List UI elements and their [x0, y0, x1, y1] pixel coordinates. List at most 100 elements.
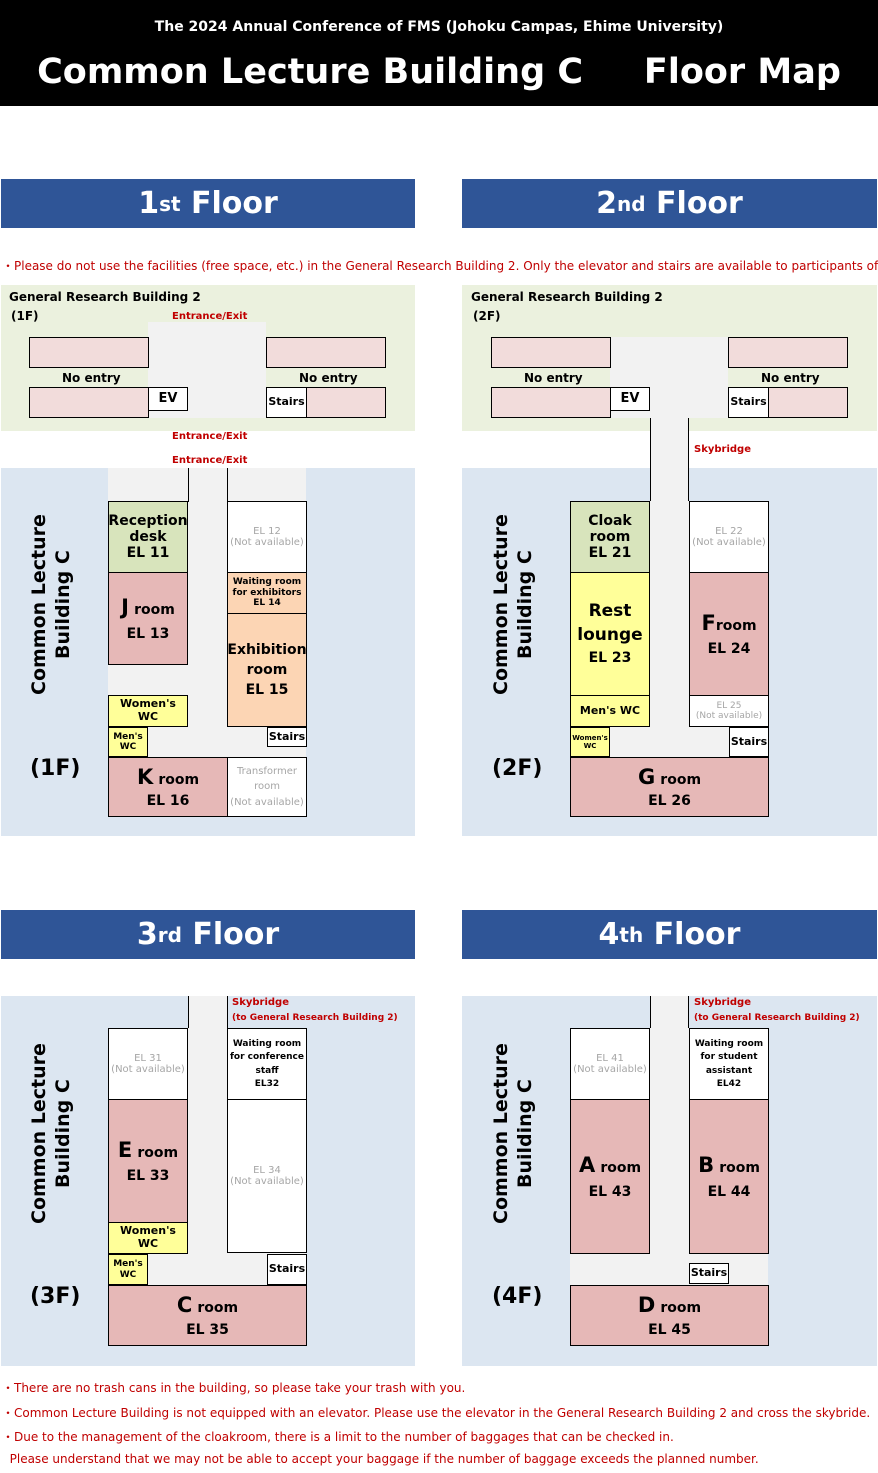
floor-word: Floor	[180, 186, 278, 221]
room-code: EL 23	[588, 649, 632, 666]
stairs[interactable]: Stairs	[266, 387, 307, 418]
room-letter: D	[637, 1293, 656, 1318]
room-el22: EL 22(Not available)	[689, 501, 769, 573]
room-word: room	[158, 771, 200, 788]
womens-wc[interactable]: Women's WC	[108, 695, 188, 727]
room-word: room	[197, 1300, 239, 1317]
skybridge[interactable]	[188, 996, 228, 1029]
room-letter: G	[637, 764, 656, 789]
no-entry-label: No entry	[62, 371, 121, 385]
skybridge-label: Skybridge	[694, 444, 751, 455]
stairs[interactable]: Stairs	[267, 1254, 307, 1285]
room-code: EL 24	[707, 641, 751, 658]
room-el41: EL 41(Not available)	[570, 1028, 650, 1100]
stairs-label: Stairs	[268, 1262, 306, 1276]
room-el31: EL 31(Not available)	[108, 1028, 188, 1100]
elevator[interactable]: EV	[148, 387, 188, 411]
room-line: for student	[700, 1052, 758, 1063]
room-line: EL 14	[253, 598, 281, 609]
room-code: EL 31	[134, 1052, 162, 1064]
room-word: room	[137, 1144, 179, 1161]
footer-note: ・Common Lecture Building is not equipped…	[2, 1406, 871, 1420]
wc-label: WC	[119, 1269, 137, 1280]
room-letter: F	[701, 610, 716, 635]
wc-label: Women's WC	[120, 697, 176, 723]
room-line: room	[246, 661, 288, 678]
room-word: room	[600, 1160, 642, 1177]
wc-label: WC	[583, 742, 597, 750]
room-line: Reception	[108, 512, 188, 529]
entrance-passage	[188, 468, 228, 502]
skybridge-destination: (to General Research Building 2)	[232, 1013, 398, 1023]
wc-label: Men's	[113, 731, 143, 742]
wc-label: Women's	[572, 733, 608, 742]
conference-subtitle: The 2024 Annual Conference of FMS (Johok…	[154, 19, 724, 35]
skybridge-label: Skybridge	[694, 997, 751, 1008]
room-line: for exhibitors	[232, 587, 302, 598]
room-letter: E	[117, 1137, 133, 1162]
room-word: room	[134, 602, 175, 619]
floor-number: 4	[598, 917, 620, 952]
page-title: Common Lecture Building C Floor Map	[37, 52, 841, 92]
room-line: Waiting room	[232, 1038, 302, 1049]
floor-4-label: (4F)	[492, 1284, 543, 1309]
room-code: EL 43	[588, 1183, 632, 1200]
room-letter: J	[121, 595, 129, 620]
stairs[interactable]: Stairs	[267, 727, 307, 747]
not-available: (Not available)	[230, 796, 304, 808]
stairs[interactable]: Stairs	[728, 387, 769, 418]
not-available: (Not available)	[230, 1176, 304, 1187]
stairs[interactable]: Stairs	[689, 1263, 729, 1284]
room-line: EL32	[254, 1078, 280, 1089]
room-line: EL42	[716, 1078, 742, 1089]
room-el25: EL 25(Not available)	[689, 695, 769, 727]
floor-number: 2	[596, 186, 618, 221]
elevator[interactable]: EV	[610, 387, 650, 411]
wc-label: Men's	[113, 1259, 143, 1270]
room-line: room	[589, 528, 631, 545]
room-line: for conference	[229, 1052, 304, 1063]
skybridge[interactable]	[650, 996, 689, 1029]
mens-wc[interactable]: Men's WC	[570, 695, 650, 727]
page-header: The 2024 Annual Conference of FMS (Johok…	[0, 0, 878, 106]
building-c-label: Common Lecture Building C	[490, 1043, 536, 1225]
room-line: Waiting room	[232, 577, 302, 588]
no-entry-area	[29, 387, 149, 418]
wc-label: Women's WC	[120, 1224, 176, 1250]
womens-wc[interactable]: Women's WC	[108, 1222, 188, 1254]
building-c-label: Common Lecture Building C	[28, 1043, 74, 1225]
building-c-label: Common Lecture Building C	[490, 514, 536, 696]
room-line: EL 15	[245, 682, 289, 699]
ev-label: EV	[620, 390, 640, 406]
room-code: EL 12	[253, 525, 281, 537]
floor-number: 3	[136, 917, 158, 952]
room-line: Waiting room	[694, 1038, 764, 1049]
stairs[interactable]: Stairs	[729, 727, 769, 757]
room-line: Cloak	[588, 512, 632, 529]
entrance-label: Entrance/Exit	[172, 311, 248, 322]
no-entry-label: No entry	[524, 371, 583, 385]
not-available: (Not available)	[695, 711, 763, 721]
